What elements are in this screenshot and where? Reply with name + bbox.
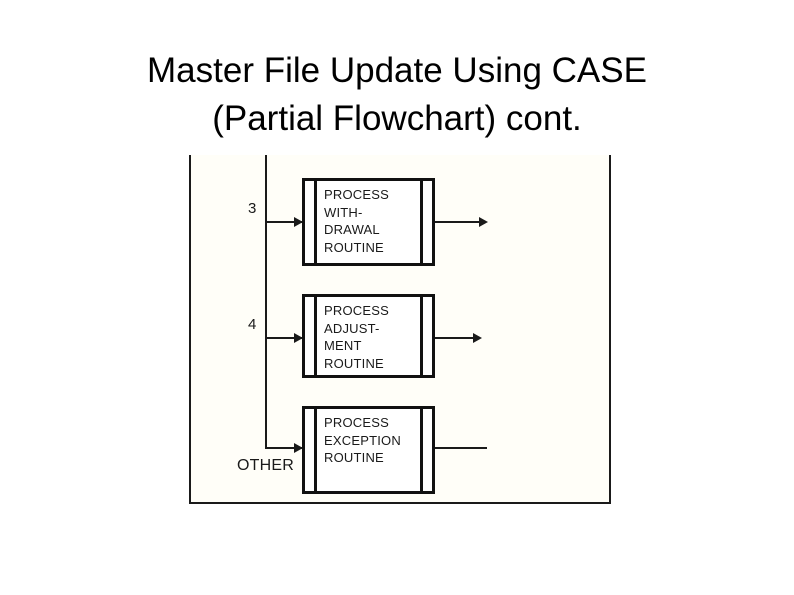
branch-arrowhead-other (294, 443, 303, 453)
page-title: Master File Update Using CASE (Partial F… (0, 47, 794, 143)
predefined-process-bar-right (420, 297, 423, 375)
branch-label-3: 3 (248, 200, 257, 217)
exit-connector-adjustment (435, 337, 477, 339)
exit-arrowhead-withdrawal (479, 217, 488, 227)
exit-connector-withdrawal (435, 221, 483, 223)
process-adjustment-routine-label: PROCESS ADJUST- MENT ROUTINE (324, 303, 389, 371)
exit-connector-exception (435, 447, 487, 449)
predefined-process-bar-left (314, 181, 317, 263)
process-withdrawal-routine-label: PROCESS WITH- DRAWAL ROUTINE (324, 187, 389, 255)
branch-connector-3 (266, 221, 302, 223)
branch-label-other: OTHER (237, 457, 294, 474)
process-adjustment-routine-box: PROCESS ADJUST- MENT ROUTINE (302, 294, 435, 378)
page-title-line-2: (Partial Flowchart) cont. (212, 99, 582, 139)
predefined-process-bar-left (314, 297, 317, 375)
branch-arrowhead-4 (294, 333, 303, 343)
process-exception-routine-label: PROCESS EXCEPTION ROUTINE (324, 415, 401, 465)
exit-arrowhead-adjustment (473, 333, 482, 343)
predefined-process-bar-left (314, 409, 317, 491)
page-title-line-1: Master File Update Using CASE (147, 51, 647, 91)
process-exception-routine-box: PROCESS EXCEPTION ROUTINE (302, 406, 435, 494)
branch-arrowhead-3 (294, 217, 303, 227)
flow-trunk-line (265, 155, 267, 449)
branch-connector-4 (266, 337, 302, 339)
flowchart-figure: 3 PROCESS WITH- DRAWAL ROUTINE 4 PROCESS… (189, 155, 611, 504)
flowchart-canvas: 3 PROCESS WITH- DRAWAL ROUTINE 4 PROCESS… (191, 155, 609, 502)
predefined-process-bar-right (420, 409, 423, 491)
predefined-process-bar-right (420, 181, 423, 263)
branch-connector-other (266, 447, 302, 449)
process-withdrawal-routine-box: PROCESS WITH- DRAWAL ROUTINE (302, 178, 435, 266)
branch-label-4: 4 (248, 316, 257, 333)
